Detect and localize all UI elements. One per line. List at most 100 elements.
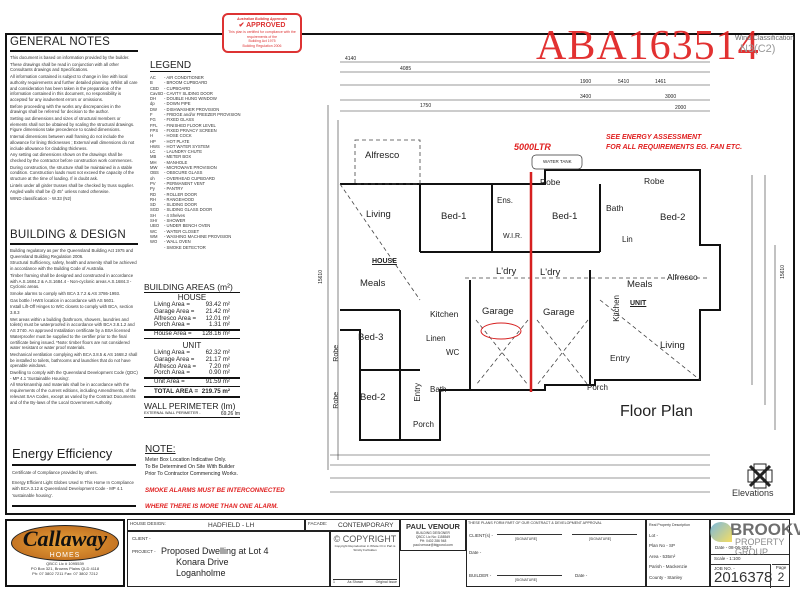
legend-item: LC- LAUNDRY CHUTE — [150, 149, 203, 155]
note-item: WIND classification :- W.33 (N2) — [10, 196, 72, 202]
note-item: All information contained is subject to … — [10, 74, 138, 102]
area-row: Porch Area =1.31 m² — [154, 321, 230, 329]
room-alfresco-unit: Alfresco — [667, 272, 698, 282]
dim-top: 4085 — [400, 66, 412, 72]
area-row: Living Area =93.42 m² — [154, 301, 230, 308]
room-entry-house: Entry — [413, 383, 422, 402]
wind-classification-value: N3(C2) — [740, 43, 776, 55]
dim-top: 3400 — [580, 94, 592, 100]
legend-item: MH- MANHOLE — [150, 159, 188, 165]
legend-item: SGD- SLIDING GLASS DOOR — [150, 207, 213, 213]
note-item: All Workmanship and materials shall be i… — [10, 382, 137, 405]
note-item: Angled walls shall be @ 45° unless noted… — [10, 189, 110, 195]
room-ensuite: Ens. — [497, 196, 514, 205]
legend-item: MB- METER BOX — [150, 154, 192, 160]
job-details: Date - 08-06-2017 Scale - 1:100 JOB NO. … — [710, 519, 790, 588]
legend-item: FG- FIXED GLASS — [150, 117, 195, 123]
room-living-unit: Living — [660, 340, 685, 351]
legend-item: RD- ROLLER DOOR — [150, 191, 198, 197]
legend-item: DW- DISHWASHER PROVISION — [150, 106, 220, 112]
building-design: BUILDING & DESIGN Building regulatory as… — [10, 229, 138, 406]
copyright-block: © COPYRIGHT Copyright Reproduction in Wh… — [330, 531, 400, 587]
note-item: Any setting out dimensions shown on the … — [10, 152, 133, 163]
note-item: This document is based on information pr… — [10, 55, 130, 60]
house-areas-title: HOUSE — [177, 293, 207, 302]
builder-logo: Callaway HOMES QBCC Lic # 1095539 PO Box… — [5, 519, 125, 587]
brand-watermark-sub: PROPERTY GROUP — [735, 537, 785, 557]
energy-assessment-note-2: FOR ALL REQUIREMENTS EG. FAN ETC. — [606, 144, 743, 151]
note-item: Lintels under all girder trusses shall b… — [10, 182, 134, 188]
note-item: Internal dimensions between wall framing… — [10, 134, 135, 151]
smoke-warning-1: SMOKE ALARMS MUST BE INTERCONNECTED — [145, 487, 285, 494]
wind-classification-label: Wind Classification — [735, 35, 795, 42]
areas-title: BUILDING AREAS (m²) — [144, 282, 240, 293]
room-entry-unit: Entry — [610, 353, 630, 363]
floor-plan-drawing — [327, 61, 776, 493]
watermark-id: ABA163514 — [536, 23, 760, 69]
legend-item: WM- WASHING MACHINE PROVISION — [150, 233, 232, 239]
room-garage-unit: Garage — [543, 307, 575, 318]
brand-watermark: BROOKVIEW — [730, 520, 800, 539]
stamp-authority: Australian Building Approvals — [236, 17, 288, 21]
note-item: Mechanical ventilation complying with BC… — [10, 351, 138, 369]
legend-item: CBD- CUPBOARD — [150, 85, 191, 91]
legend-item: oh- OVERHEAD CUPBOARD — [150, 175, 215, 181]
legend-item: PV- PERMANENT VENT — [150, 180, 206, 186]
energy-line-2: Energy Efficient Light Globes Used In Th… — [12, 479, 134, 498]
general-notes-list: This document is based on information pr… — [10, 55, 138, 202]
room-bed1-unit: Bed-1 — [552, 211, 578, 222]
project-line: Konara Drive — [176, 557, 229, 567]
wall-perimeter: EXTERNAL WALL PERIMETER -69.26 lm — [144, 410, 240, 418]
legend-item: RH- RANGEHOOD — [150, 196, 195, 202]
note-item: Structural Sufficiency, safety, health a… — [10, 260, 137, 272]
legend-item: OBS- OBSCURE GLASS — [150, 170, 203, 176]
brand-logo-icon — [710, 522, 732, 542]
designer-block: PAUL VENOUR BUILDING DESIGNER QBCC Lic N… — [400, 519, 466, 551]
legend-item: WO- WALL OVEN — [150, 239, 191, 245]
legend-item: SH- 4 Shelves — [150, 212, 185, 218]
note-item: Setting out dimensions and sizes of stru… — [10, 116, 135, 133]
room-alfresco-house: Alfresco — [365, 150, 400, 161]
dim-top: 5410 — [618, 79, 630, 85]
approval-block: THESE PLANS FORM PART OF OUR CONTRACT & … — [466, 519, 646, 587]
job-number: 2016378 — [714, 569, 773, 586]
legend-item: H- HOSE COCK — [150, 133, 192, 139]
legend-item: dp- DOWN PIPE — [150, 101, 191, 107]
note-item: Gas bottle / HWS location in accordance … — [10, 297, 115, 303]
dim-top: 1750 — [420, 103, 432, 109]
house-label: HOUSE — [372, 258, 397, 265]
note-item: Timber framing shall be designed and con… — [10, 272, 134, 290]
project-line: Loganholme — [176, 568, 226, 578]
property-details: Real Property Description Lot -Plan No -… — [646, 519, 710, 587]
note-block: NOTE: Meter Box Location Indicative Only… — [145, 444, 325, 510]
room-laundry-house: L'dry — [496, 266, 517, 277]
room-bed2-house: Bed-2 — [360, 392, 386, 403]
energy-title: Energy Efficiency — [12, 446, 113, 461]
house-area-total: House Area =128.16 m² — [144, 329, 240, 339]
room-porch-house: Porch — [413, 420, 434, 429]
area-row: Living Area =62.32 m² — [154, 348, 230, 356]
stamp-line: Building Act 1975 — [248, 39, 276, 44]
dim-top: 4140 — [345, 56, 357, 62]
note-line: Meter Box Location Indicative Only. — [145, 457, 227, 463]
area-row: Garage Area =21.17 m² — [154, 355, 230, 363]
room-robe-unit: Robe — [644, 176, 665, 186]
stamp-line: This plan is certified for compliance wi… — [228, 30, 296, 39]
dim-top: 1900 — [580, 79, 592, 85]
page-number: 2 — [777, 570, 785, 584]
legend-title: LEGEND — [150, 60, 192, 72]
building-design-title: BUILDING & DESIGN — [10, 229, 126, 241]
note-item: Building regulatory as per the Queenslan… — [10, 248, 134, 259]
floor-plan-title: Floor Plan — [620, 403, 693, 420]
legend-item: AC- AIR CONDITIONER — [150, 75, 204, 80]
dim-top: 2000 — [675, 105, 687, 111]
legend-item: DH- DOUBLE HUNG WINDOW — [150, 96, 217, 102]
dim-side: 15610 — [318, 270, 324, 284]
legend-item: B- BROOM CUPBOARD — [150, 80, 208, 86]
dim-side: 15610 — [780, 265, 786, 279]
building-areas: BUILDING AREAS (m²) HOUSE Living Area =9… — [144, 282, 240, 418]
room-wc: WC — [446, 348, 460, 357]
room-robe-house-2: Robe — [333, 392, 340, 409]
note-item: Wet areas within a building (bathroom, s… — [10, 316, 135, 351]
